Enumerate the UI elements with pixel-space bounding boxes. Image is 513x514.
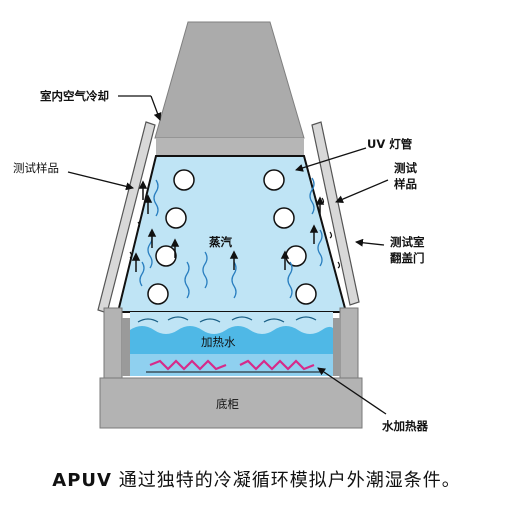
uv-lamp [285, 245, 307, 267]
base-cabinet [99, 377, 363, 429]
label-test-sample-right-line2: 样品 [394, 177, 417, 191]
water-wave-lines [137, 316, 317, 323]
label-chamber-door-line2: 翻盖门 [390, 251, 425, 265]
label-uv-lamp: UV 灯管 [367, 137, 413, 151]
callout-test-sample-left [67, 171, 134, 191]
label-base-cabinet: 底柜 [216, 397, 239, 411]
callout-indoor-air-cooling-arrow [150, 95, 162, 121]
steam-arrows [131, 180, 325, 272]
water-lower-band [130, 354, 333, 376]
label-test-sample-right-line1: 测试 [394, 161, 417, 175]
heater-coil-left [149, 359, 227, 371]
heater-coil-right [239, 359, 315, 371]
callout-uv-lamp [295, 147, 367, 172]
uv-lamp [173, 169, 195, 191]
uv-lamp [295, 283, 317, 305]
caption-brand: APUV [52, 470, 112, 491]
left-side-support [103, 307, 123, 379]
label-indoor-air-cooling: 室内空气冷却 [40, 89, 109, 103]
uv-lamp [147, 283, 169, 305]
label-test-sample-left: 测试样品 [13, 161, 59, 175]
caption-text: 通过独特的冷凝循环模拟户外潮湿条件。 [111, 470, 461, 491]
uv-lamp [165, 207, 187, 229]
uv-lamp [263, 169, 285, 191]
top-hood [154, 21, 305, 139]
label-heated-water: 加热水 [201, 335, 236, 349]
label-steam: 蒸汽 [209, 235, 232, 249]
callout-test-sample-right [335, 179, 389, 203]
hood-lower-band [156, 138, 304, 156]
label-water-heater: 水加热器 [382, 419, 428, 433]
right-cooling-panel [311, 121, 360, 306]
right-inner-support [333, 318, 341, 376]
callout-water-heater [317, 367, 387, 415]
right-side-support [339, 307, 359, 379]
label-chamber-door-line1: 测试室 [390, 235, 425, 249]
steam-lines [139, 177, 323, 299]
figure-caption: APUV 通过独特的冷凝循环模拟户外潮湿条件。 [0, 466, 513, 492]
callout-chamber-door [355, 238, 385, 247]
condensation-drops [129, 197, 341, 269]
uv-lamp [155, 245, 177, 267]
left-inner-support [122, 318, 130, 376]
uv-lamp [273, 207, 295, 229]
